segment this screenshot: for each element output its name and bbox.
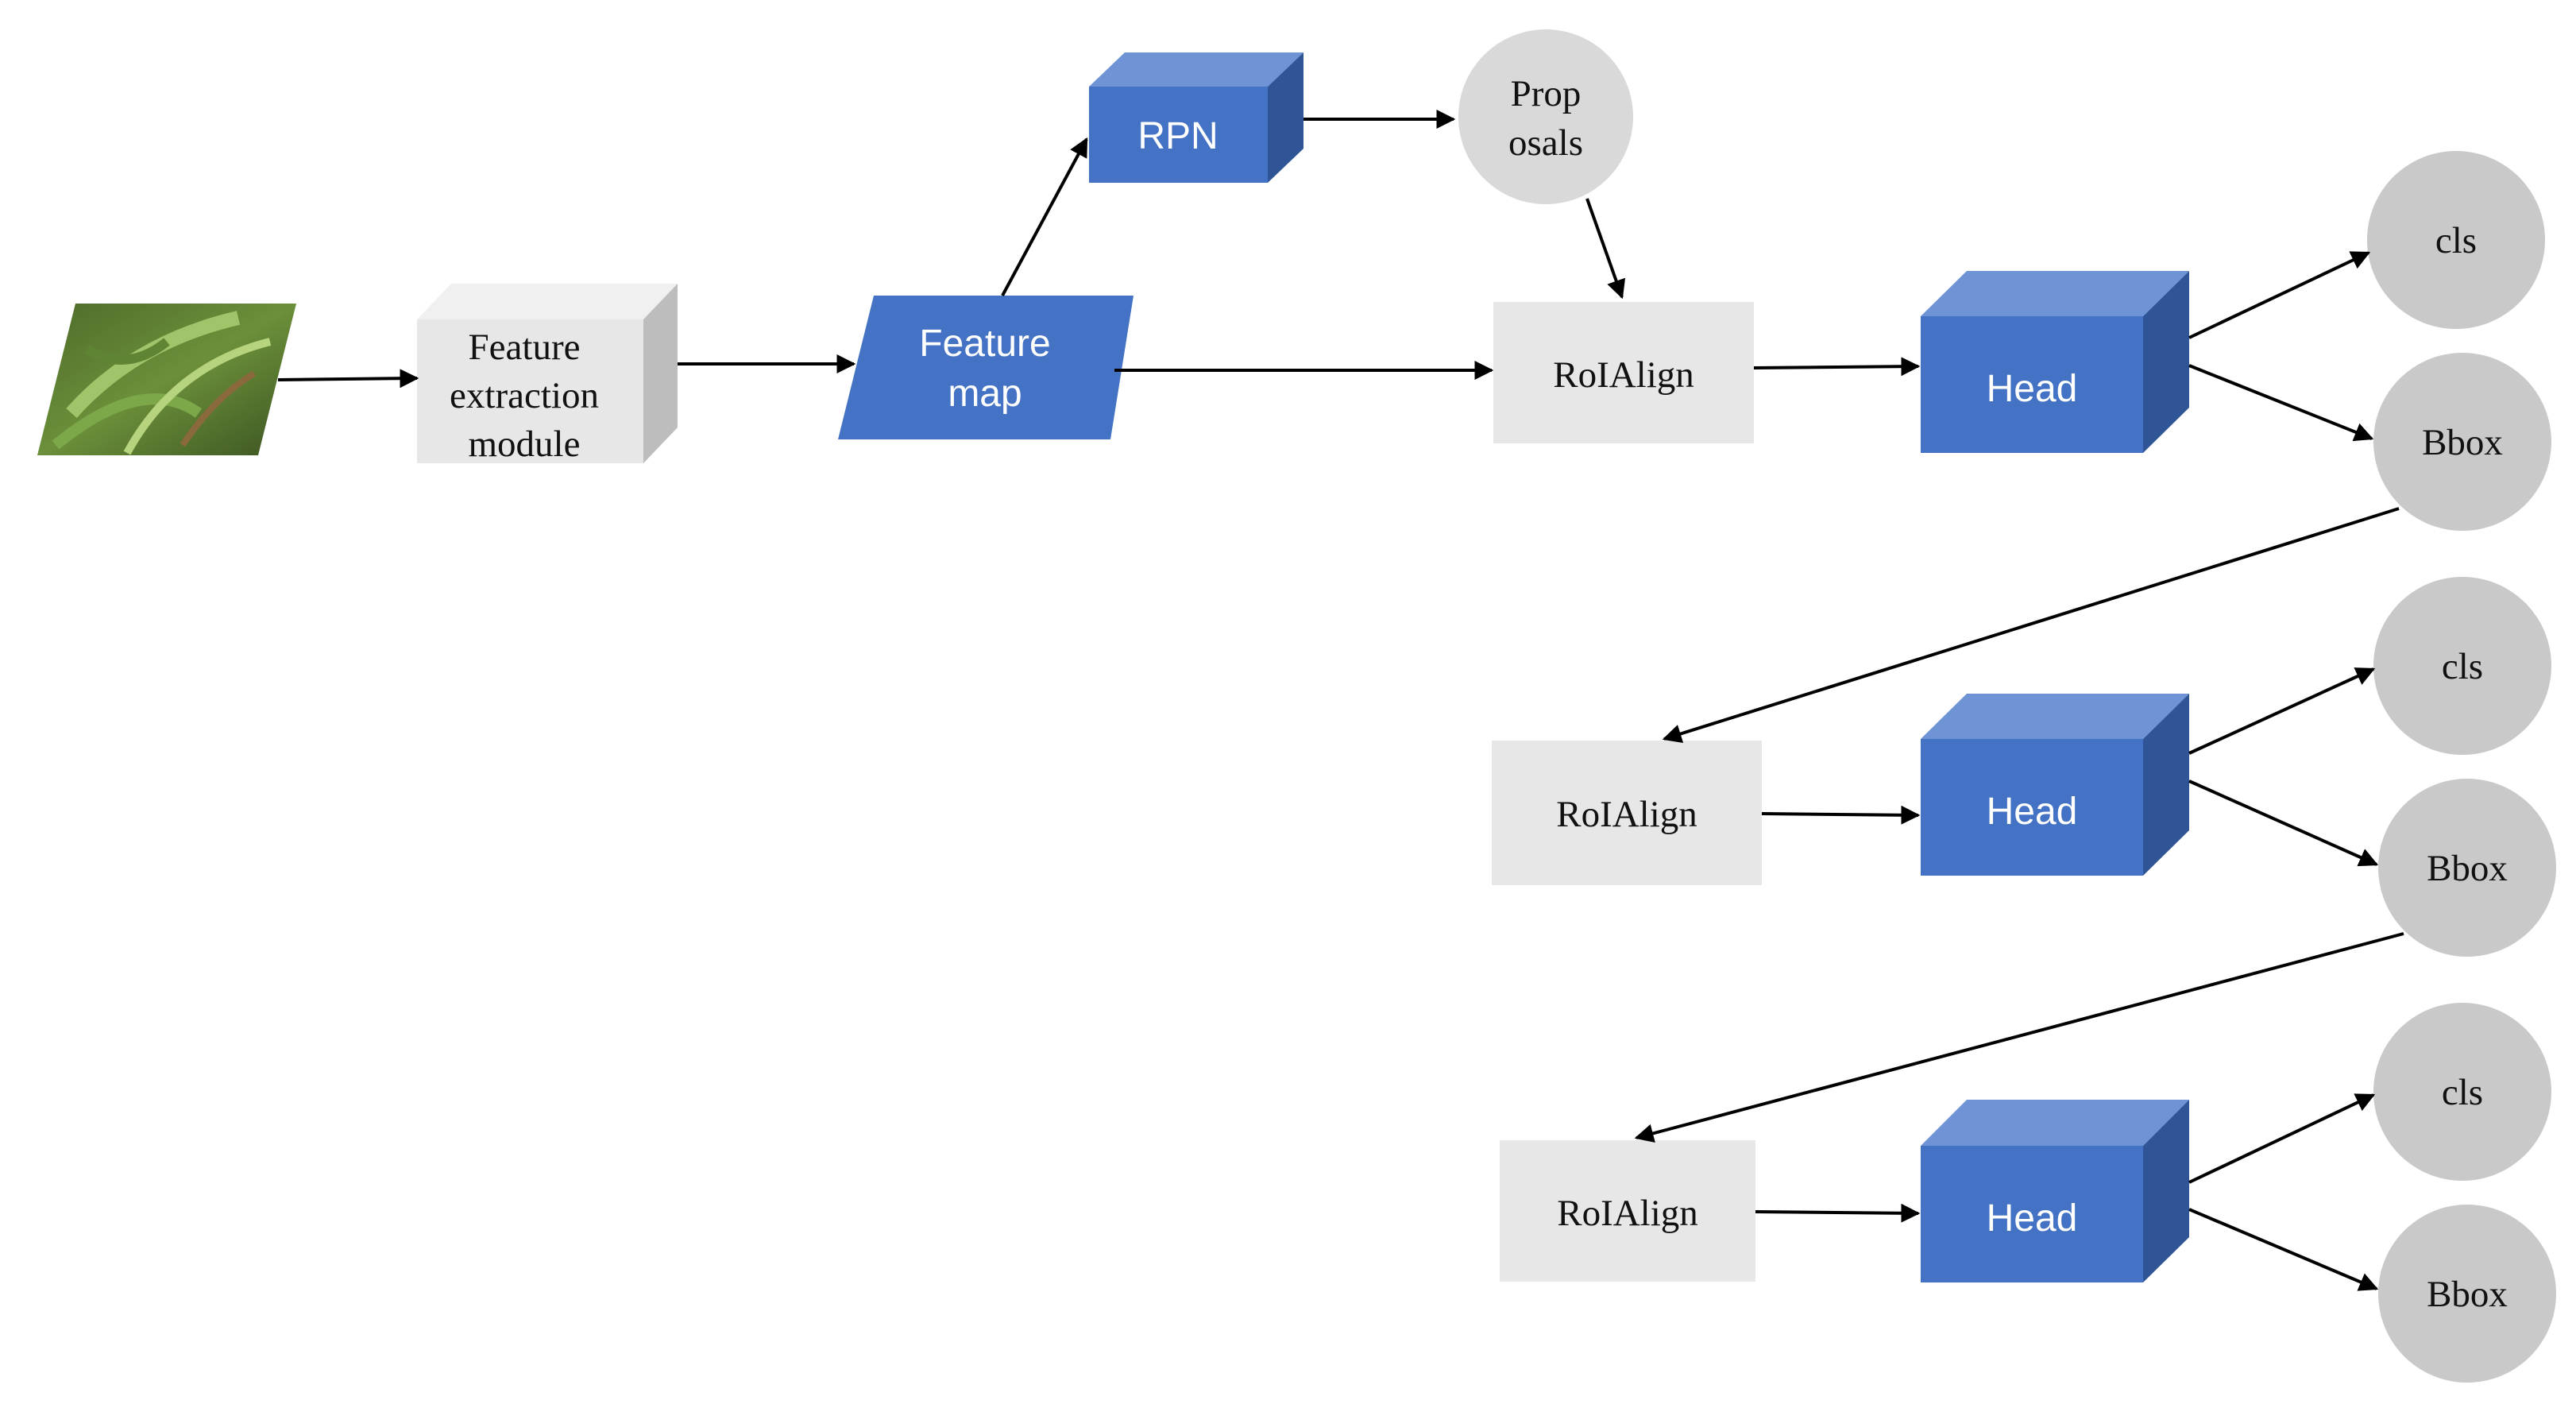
arrow-feature-map-to-rpn <box>1001 137 1088 296</box>
rpn-label: RPN <box>1137 115 1218 157</box>
roialign-stage3-label: RoIAlign <box>1557 1193 1698 1234</box>
cls-stage3: cls <box>2373 1003 2551 1181</box>
input-plant-image <box>37 304 296 455</box>
svg-text:map: map <box>948 373 1022 415</box>
feature-map-label: Feature <box>919 323 1050 365</box>
arrow-bbox2-to-roialign3 <box>1634 932 2404 1143</box>
cls-stage2: cls <box>2373 577 2551 755</box>
roialign-stage2-label: RoIAlign <box>1556 794 1697 835</box>
cls-stage1: cls <box>2367 151 2545 329</box>
arrow-roialign1-to-head1 <box>1753 357 1921 377</box>
arrow-head1-to-bbox1 <box>2188 364 2374 442</box>
arrow-proposals-to-roialign <box>1585 198 1626 300</box>
arrow-roialign3-to-head3 <box>1755 1203 1921 1223</box>
arrow-head1-to-cls1 <box>2188 251 2371 339</box>
bbox-stage2-label: Bbox <box>2427 848 2508 889</box>
arrow-image-to-feature-extraction <box>277 369 419 389</box>
head-stage3: Head <box>1921 1100 2189 1282</box>
feature-extraction-label: Feature <box>469 327 581 368</box>
arrow-roialign2-to-head2 <box>1761 805 1921 825</box>
proposals-label: Prop <box>1511 73 1582 114</box>
svg-text:module: module <box>469 424 581 465</box>
bbox-stage3: Bbox <box>2378 1205 2556 1383</box>
cls-stage1-label: cls <box>2435 220 2477 261</box>
bbox-stage2: Bbox <box>2378 779 2556 957</box>
edges <box>277 110 2404 1291</box>
feature-extraction-module: Feature extraction module <box>417 284 678 465</box>
arrow-head3-to-bbox3 <box>2188 1208 2379 1291</box>
arrow-head3-to-cls3 <box>2188 1093 2376 1184</box>
bbox-stage1: Bbox <box>2373 353 2551 531</box>
roialign-stage3: RoIAlign <box>1500 1140 1755 1282</box>
arrow-head2-to-cls2 <box>2188 667 2376 755</box>
head-stage1: Head <box>1921 271 2189 453</box>
head-stage2: Head <box>1921 694 2189 876</box>
cls-stage2-label: cls <box>2442 646 2483 687</box>
arrow-bbox1-to-roialign2 <box>1662 507 2400 743</box>
feature-map-node: Feature map <box>838 296 1134 439</box>
proposals-node: Prop osals <box>1458 29 1633 204</box>
head-stage2-label: Head <box>1987 791 2078 833</box>
rpn-node: RPN <box>1089 52 1303 183</box>
roialign-stage1-label: RoIAlign <box>1553 354 1694 396</box>
head-stage3-label: Head <box>1987 1197 2078 1240</box>
bbox-stage3-label: Bbox <box>2427 1274 2508 1315</box>
head-stage1-label: Head <box>1987 368 2078 410</box>
roialign-stage1: RoIAlign <box>1493 302 1754 443</box>
svg-text:extraction: extraction <box>450 375 599 416</box>
cls-stage3-label: cls <box>2442 1072 2483 1113</box>
svg-text:osals: osals <box>1508 122 1583 164</box>
roialign-stage2: RoIAlign <box>1492 741 1762 885</box>
bbox-stage1-label: Bbox <box>2422 422 2503 463</box>
arrow-head2-to-bbox2 <box>2188 779 2379 867</box>
